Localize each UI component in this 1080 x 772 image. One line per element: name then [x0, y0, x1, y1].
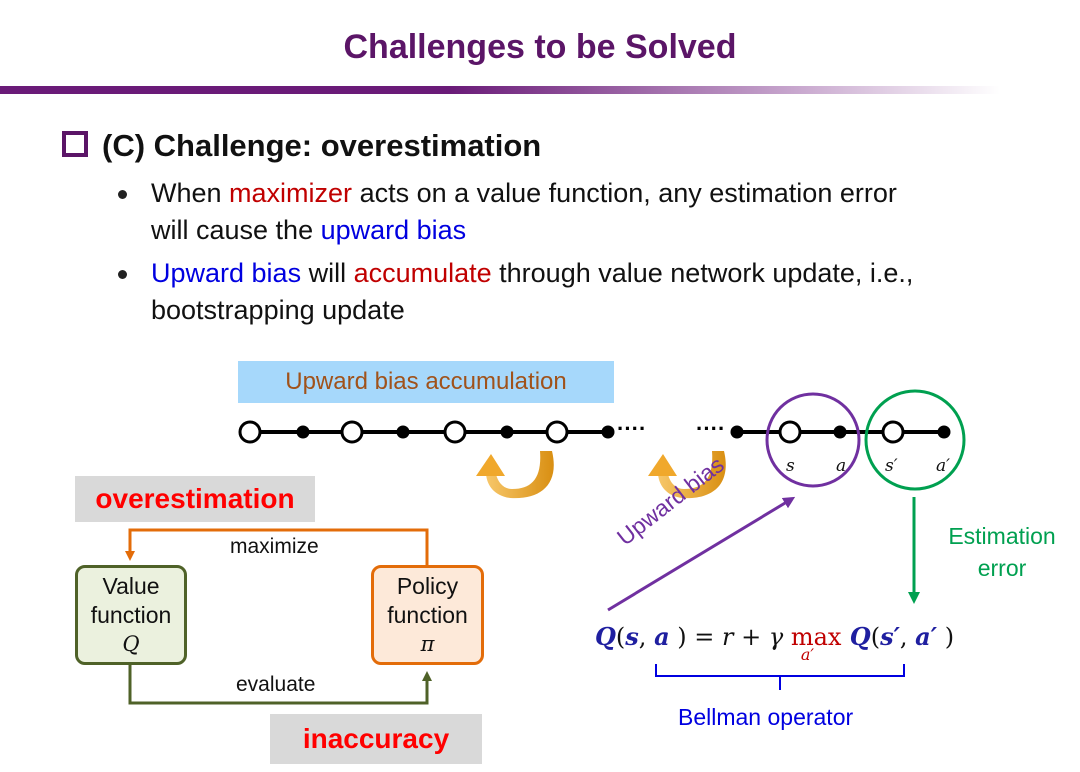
curved-arrow-icon [476, 451, 554, 499]
bellman-operator-label: Bellman operator [678, 704, 854, 730]
value-function-box: Value function Q [75, 565, 187, 665]
action-node [730, 425, 744, 439]
state-node [443, 420, 467, 444]
eq-part: ( [615, 623, 626, 651]
eq-part: Q [595, 622, 616, 651]
highlight-maximizer: maximizer [229, 178, 353, 208]
accumulation-label: Upward bias accumulation [238, 361, 614, 403]
action-node [296, 425, 310, 439]
chain-ellipsis: ···· [696, 416, 725, 441]
estimation-error-line: Estimation [948, 523, 1056, 549]
text-span: acts on a value function, any estimation… [352, 178, 897, 208]
slide-title: Challenges to be Solved [343, 28, 737, 66]
box-label: function [90, 601, 172, 628]
state-action-chain-left: ···· [238, 416, 646, 444]
eq-part: Q [841, 622, 871, 651]
action-node [601, 425, 615, 439]
bullet-dot-icon [118, 190, 127, 199]
eq-part: , [638, 623, 655, 651]
upward-bias-arrow [607, 496, 796, 612]
action-node-a-prime [937, 425, 951, 439]
eq-part: s [625, 622, 639, 651]
state-node-s [778, 420, 802, 444]
text-span: When [151, 178, 230, 208]
eq-max-subscript: a′ [800, 645, 814, 664]
text-span: will [301, 258, 354, 288]
current-pair-circle [765, 392, 861, 488]
eq-part: ) [669, 623, 687, 651]
eq-part: ) [937, 623, 955, 651]
evaluate-label: evaluate [236, 673, 316, 696]
overestimation-tag: overestimation [75, 476, 315, 522]
bellman-brace [655, 664, 905, 690]
policy-function-box: Policy function π [371, 565, 484, 665]
q-symbol: Q [122, 631, 140, 656]
text-span: will cause the [151, 215, 321, 245]
eq-part: s′ [880, 622, 900, 651]
estimation-error-label: Estimation error [932, 520, 1072, 584]
box-label: Policy [396, 572, 459, 599]
eq-part: = r + γ [686, 623, 791, 651]
bullet-dot-icon [118, 270, 127, 279]
state-node [545, 420, 569, 444]
highlight-upward-bias: upward bias [320, 215, 467, 245]
section-heading-text: (C) Challenge: overestimation [102, 128, 542, 163]
bullet-text: When maximizer acts on a value function,… [151, 175, 1051, 249]
state-action-chain-right: ···· [696, 416, 951, 444]
maximize-arrow [125, 528, 429, 565]
eq-part: a′ [915, 622, 938, 651]
state-node [238, 420, 262, 444]
pi-symbol: π [420, 631, 435, 656]
eq-part: , [899, 623, 916, 651]
inaccuracy-tag: inaccuracy [270, 714, 482, 764]
maximize-label: maximize [230, 535, 319, 558]
eq-part: a [654, 622, 670, 651]
text-span: bootstrapping update [151, 295, 405, 325]
eq-part: max [790, 623, 842, 651]
highlight-accumulate: accumulate [353, 258, 492, 288]
estimation-error-line: error [977, 555, 1027, 581]
curved-arrow-icon [648, 451, 726, 499]
text-span: through value network update, i.e., [491, 258, 914, 288]
square-bullet-icon [62, 131, 88, 157]
action-node-a [833, 425, 847, 439]
chain-ellipsis: ···· [617, 416, 646, 441]
node-label-s: s [786, 456, 795, 476]
action-node [396, 425, 410, 439]
bullet-text: Upward bias will accumulate through valu… [151, 255, 1051, 329]
box-label: function [387, 601, 468, 628]
highlight-upward-bias: Upward bias [151, 258, 302, 288]
node-label-s-prime: s′ [885, 456, 898, 476]
action-node [500, 425, 514, 439]
title-divider [0, 86, 1000, 94]
node-label-a-prime: a′ [936, 456, 950, 476]
state-node [340, 420, 364, 444]
evaluate-arrow [128, 665, 432, 705]
node-label-a: a [836, 456, 847, 476]
eq-part: ( [870, 623, 881, 651]
state-node-s-prime [881, 420, 905, 444]
section-heading: (C) Challenge: overestimation [62, 128, 541, 164]
box-label: Value [102, 572, 160, 599]
next-pair-circle [864, 389, 966, 491]
